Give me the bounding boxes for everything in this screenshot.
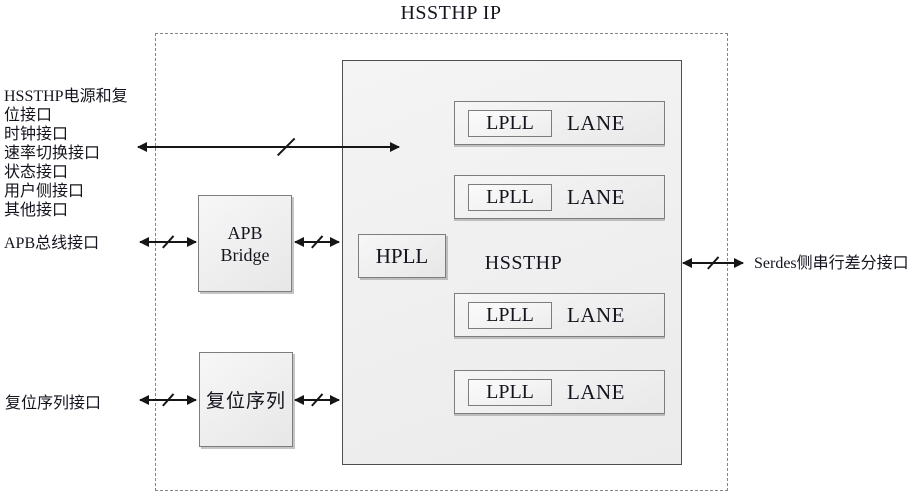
hssthp-block: HPLL HSSTHP LPLL LANE LPLL LANE LPLL LAN… <box>342 60 682 465</box>
lpll-block-3: LPLL <box>468 301 552 329</box>
reset-sequence-block: 复位序列 <box>199 352 293 447</box>
reset-sequence-to-hssthp-arrow <box>294 393 340 407</box>
lpll-block-4: LPLL <box>468 378 552 406</box>
serdes-interface-label: Serdes侧串行差分接口 <box>754 255 909 272</box>
arrowhead-left-icon <box>137 142 147 152</box>
arrowhead-right-icon <box>390 142 400 152</box>
lane-row-2: LPLL LANE <box>454 175 665 219</box>
arrowhead-left-icon <box>682 258 692 268</box>
arrowhead-left-icon <box>294 237 304 247</box>
arrowhead-right-icon <box>330 237 340 247</box>
lane-label-2: LANE <box>567 184 625 209</box>
hssthp-block-label: HSSTHP <box>484 252 563 274</box>
arrow-shaft <box>138 146 399 148</box>
apb-bus-arrow-left <box>139 235 197 249</box>
arrowhead-right-icon <box>734 258 744 268</box>
arrowhead-right-icon <box>330 395 340 405</box>
arrowhead-right-icon <box>187 237 197 247</box>
hssthp-ip-dashed-boundary <box>155 33 728 491</box>
serdes-bus-arrow <box>682 256 744 270</box>
reset-sequence-interface-label: 复位序列接口 <box>5 395 102 412</box>
arrowhead-right-icon <box>187 395 197 405</box>
lane-row-1: LPLL LANE <box>454 101 665 145</box>
lane-label-4: LANE <box>567 379 625 404</box>
user-interface-bus-arrow <box>137 137 400 156</box>
lpll-block-2: LPLL <box>468 183 552 211</box>
arrowhead-left-icon <box>139 395 149 405</box>
apb-bridge-block: APB Bridge <box>198 195 292 292</box>
lane-label-3: LANE <box>567 302 625 327</box>
lpll-block-1: LPLL <box>468 109 552 137</box>
left-interface-list-label: HSSTHP电源和复 位接口 时钟接口 速率切换接口 状态接口 用户侧接口 其他… <box>4 88 128 219</box>
lane-row-4: LPLL LANE <box>454 370 665 414</box>
apb-bus-interface-label: APB总线接口 <box>4 235 100 252</box>
arrowhead-left-icon <box>294 395 304 405</box>
lane-label-1: LANE <box>567 110 625 135</box>
diagram-title: HSSTHP IP <box>400 2 502 24</box>
reset-sequence-bus-arrow-left <box>139 393 197 407</box>
apb-bridge-to-hssthp-arrow <box>294 235 340 249</box>
lane-row-3: LPLL LANE <box>454 293 665 337</box>
hpll-block: HPLL <box>358 234 446 278</box>
arrowhead-left-icon <box>139 237 149 247</box>
